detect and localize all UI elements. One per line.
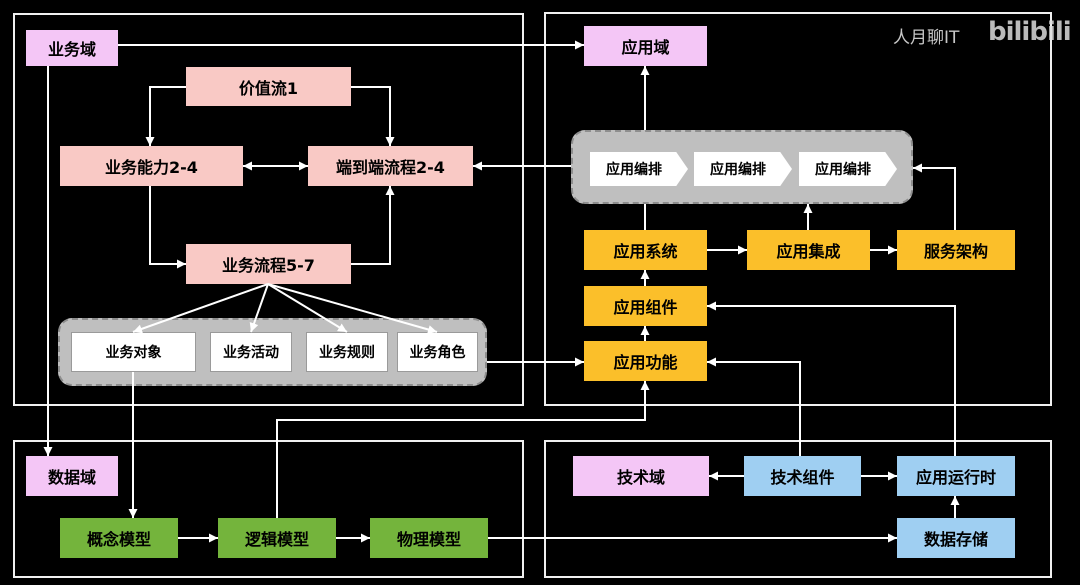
business-role-box: 业务角色: [397, 332, 478, 372]
application-integration-box: 应用集成: [747, 230, 870, 270]
orchestration-step-3: 应用编排: [799, 152, 897, 186]
application-component-box: 应用组件: [584, 286, 707, 326]
application-function-box: 应用功能: [584, 341, 707, 381]
application-runtime-box: 应用运行时: [897, 456, 1015, 496]
business-capability-box: 业务能力2-4: [60, 146, 243, 186]
business-activity-box: 业务活动: [210, 332, 292, 372]
business-quadrant-frame: [13, 13, 524, 406]
business-object-box: 业务对象: [71, 332, 196, 372]
data-storage-box: 数据存储: [897, 518, 1015, 558]
application-domain-box: 应用域: [584, 26, 707, 66]
orchestration-step-1: 应用编排: [590, 152, 688, 186]
technology-component-box: 技术组件: [744, 456, 861, 496]
orchestration-step-2: 应用编排: [694, 152, 792, 186]
bilibili-logo: bilibili: [988, 17, 1072, 47]
business-rule-box: 业务规则: [306, 332, 388, 372]
business-process-box: 业务流程5-7: [186, 244, 351, 284]
application-system-box: 应用系统: [584, 230, 707, 270]
physical-model-box: 物理模型: [370, 518, 488, 558]
technology-domain-box: 技术域: [573, 456, 709, 496]
end-to-end-process-box: 端到端流程2-4: [308, 146, 473, 186]
value-stream-box: 价值流1: [186, 67, 351, 106]
conceptual-model-box: 概念模型: [60, 518, 178, 558]
service-architecture-box: 服务架构: [897, 230, 1015, 270]
logical-model-box: 逻辑模型: [218, 518, 336, 558]
watermark-channel-name: 人月聊IT: [893, 28, 960, 48]
business-domain-box: 业务域: [26, 30, 118, 66]
data-domain-box: 数据域: [26, 456, 118, 496]
